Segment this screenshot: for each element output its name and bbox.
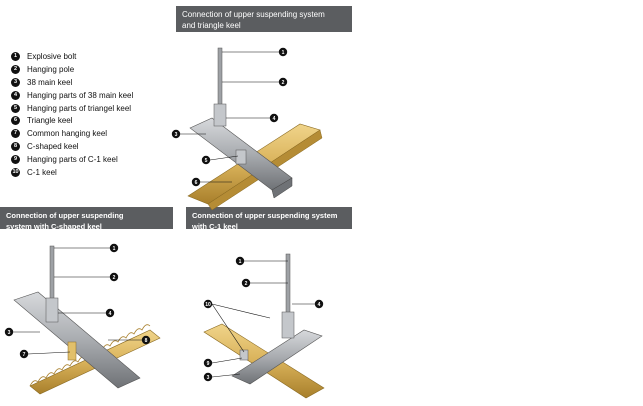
legend-number: 4 — [11, 90, 20, 100]
main-keel-shape — [13, 291, 141, 389]
legend-item: 7 Common hanging keel — [11, 127, 133, 140]
triangle-hanger — [235, 149, 247, 165]
legend-number: 5 — [11, 103, 20, 113]
callout-marker — [269, 113, 279, 123]
legend-label: 38 main keel — [27, 77, 73, 87]
callout-marker — [171, 129, 181, 139]
callout-marker — [235, 256, 245, 266]
leader-line — [211, 303, 271, 319]
legend-item: 3 38 main keel — [11, 76, 133, 89]
callout-marker — [314, 299, 324, 309]
callout-number: 2 — [245, 281, 248, 287]
callout-marker — [109, 272, 119, 282]
banner-triangle-keel: Connection of upper suspending system an… — [176, 6, 352, 32]
callout-markers: 1 2 3 4 5 6 1 2 3 4 7 8 1 2 10 4 9 — [4, 47, 324, 382]
callout-number: 2 — [282, 80, 285, 86]
callout-marker — [105, 308, 115, 318]
legend-number: 7 — [11, 129, 20, 139]
leader-line — [211, 303, 245, 353]
legend-item: 9 Hanging parts of C-1 keel — [11, 153, 133, 166]
legend-number: 3 — [11, 77, 20, 87]
callout-number: 1 — [282, 50, 285, 56]
legend-label: Explosive bolt — [27, 51, 77, 61]
callout-number: 1 — [113, 246, 116, 252]
callout-number: 5 — [205, 158, 208, 164]
main-keel-shape — [231, 329, 323, 385]
legend-number: 10 — [11, 167, 20, 177]
banner-line-1: Connection of upper suspending — [6, 211, 124, 220]
hanging-bracket — [45, 297, 59, 323]
legend-label: C-1 keel — [27, 167, 57, 177]
callout-marker — [203, 372, 213, 382]
callout-marker — [191, 177, 201, 187]
banner-line-2: system with C-shaped keel — [6, 222, 102, 231]
callout-marker — [141, 335, 151, 345]
legend-number: 6 — [11, 116, 20, 126]
callout-marker — [109, 243, 119, 253]
legend-label: Hanging parts of C-1 keel — [27, 155, 118, 165]
leader-line — [27, 351, 71, 355]
legend-item: 8 C-shaped keel — [11, 140, 133, 153]
legend-label: Common hanging keel — [27, 129, 108, 139]
leader-line — [209, 155, 239, 161]
callout-number: 6 — [195, 180, 198, 186]
legend-item: 4 Hanging parts of 38 main keel — [11, 89, 133, 102]
callout-number: 3 — [207, 375, 210, 381]
diagram-triangle-keel — [180, 47, 323, 211]
hanging-bracket — [213, 103, 227, 127]
parts-legend: 1 Explosive bolt 2 Hanging pole 3 38 main k… — [11, 50, 133, 179]
callout-marker — [201, 155, 211, 165]
callout-marker — [241, 278, 251, 288]
legend-item: 2 Hanging pole — [11, 63, 133, 76]
leader-line — [211, 373, 241, 378]
legend-label: Hanging pole — [27, 64, 75, 74]
main-keel-end — [271, 177, 293, 199]
callout-number: 2 — [113, 275, 116, 281]
hanging-bracket — [281, 311, 295, 339]
legend-label: Hanging parts of 38 main keel — [27, 90, 134, 100]
legend-item: 5 Hanging parts of triangel keel — [11, 102, 133, 115]
banner-line-1: Connection of upper suspending system — [192, 211, 338, 220]
callout-number: 4 — [318, 302, 321, 308]
callout-number: 9 — [207, 361, 210, 367]
banner-c1-keel: Connection of upper suspending system wi… — [186, 207, 352, 231]
callout-number: 7 — [23, 352, 26, 358]
c1-hanger — [239, 349, 249, 361]
legend-label: C-shaped keel — [27, 142, 79, 152]
legend-label: Triangle keel — [27, 116, 73, 126]
banner-line-2: with C-1 keel — [192, 222, 238, 231]
legend-label: Hanging parts of triangel keel — [27, 103, 132, 113]
banner-line-1: Connection of upper suspending system — [182, 10, 325, 19]
legend-item: 6 Triangle keel — [11, 114, 133, 127]
common-hanging-keel — [67, 341, 77, 361]
callout-marker — [278, 77, 288, 87]
callout-number: 1 — [239, 259, 242, 265]
callout-number: 10 — [205, 302, 211, 308]
callout-number: 3 — [175, 132, 178, 138]
callout-number: 4 — [109, 311, 112, 317]
legend-number: 9 — [11, 155, 20, 165]
callout-number: 8 — [145, 338, 148, 344]
callout-number: 3 — [8, 330, 11, 336]
banner-line-2: and triangle keel — [182, 21, 241, 30]
legend-item: 10 C-1 keel — [11, 166, 133, 179]
diagram-c-shaped-keel — [12, 245, 161, 395]
callout-marker — [19, 349, 29, 359]
banner-c-shaped-keel: Connection of upper suspending system wi… — [0, 207, 173, 231]
legend-number: 8 — [11, 142, 20, 152]
callout-number: 4 — [273, 116, 276, 122]
callout-marker — [4, 327, 14, 337]
legend-number: 1 — [11, 51, 20, 61]
callout-marker — [203, 299, 213, 309]
leader-line — [211, 357, 243, 364]
legend-item: 1 Explosive bolt — [11, 50, 133, 63]
diagram-c1-keel — [203, 253, 325, 399]
legend-number: 2 — [11, 64, 20, 74]
callout-marker — [278, 47, 288, 57]
callout-marker — [203, 358, 213, 368]
